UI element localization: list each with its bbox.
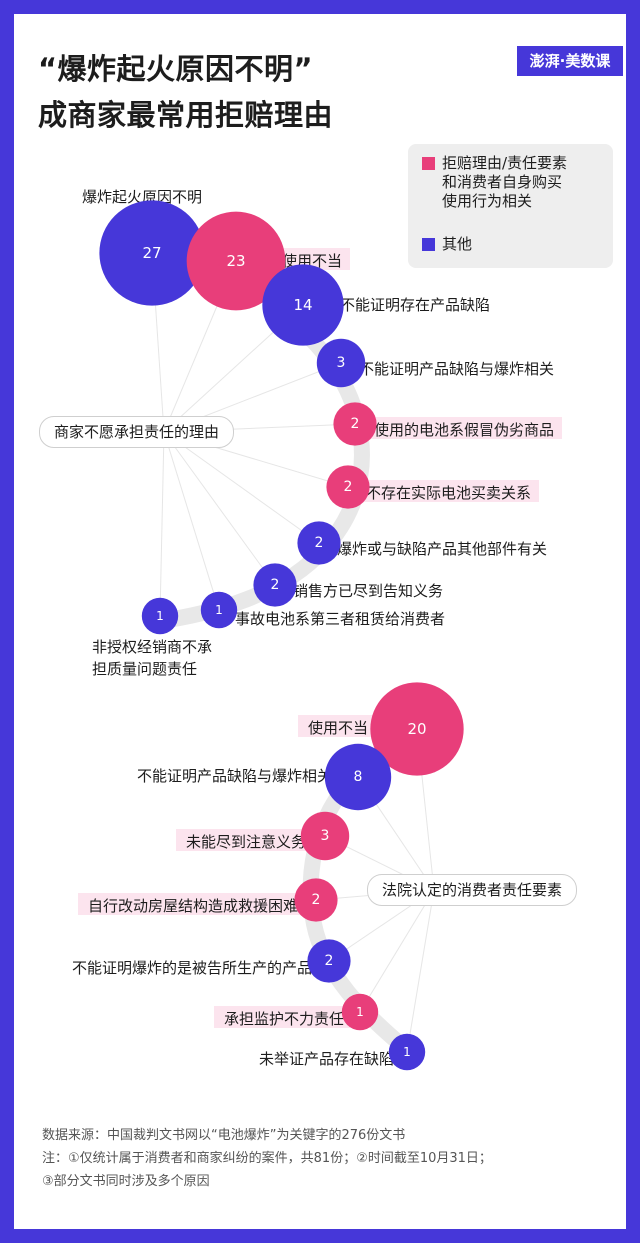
chart2-value-3: 2 [312,892,321,908]
chart2-bubble-4 [307,939,351,983]
chart1-label-6: 爆炸或与缺陷产品其他部件有关 [337,540,547,558]
chart2-connector-6 [406,889,435,1053]
chart2-label-3: 自行改动房屋结构造成救援困难 [88,897,298,915]
chart2-value-2: 3 [321,828,330,844]
chart2-label-0: 使用不当 [308,719,368,737]
chart1-label-highlight-5 [358,480,539,502]
legend-swatch-blue [422,238,435,251]
chart1-label-highlight-4 [366,417,562,439]
chart1-bubble-2 [262,264,344,346]
chart1-value-0: 27 [142,244,161,262]
chart1-value-3: 3 [337,355,346,371]
chart2-label-4: 不能证明爆炸的是被告所生产的产品 [72,959,312,977]
chart2-label-highlight-3 [78,893,304,915]
chart2-label-highlight-5 [214,1006,350,1028]
chart2-label-highlight-2 [176,829,312,851]
chart2-bubble-0 [370,682,464,776]
chart1-connector-9 [159,431,165,617]
title-line-2: 成商家最常用拒赔理由 [38,98,334,132]
chart1-value-7: 2 [271,577,280,593]
chart1-value-9: 1 [156,609,164,623]
chart2-value-1: 8 [354,769,363,785]
chart1-connector-7 [163,431,276,586]
chart2-connector-5 [359,889,435,1013]
chart1-bubble-4 [333,402,377,446]
chart1-connector-8 [163,431,220,611]
chart2-bubble-6 [388,1033,426,1071]
chart1-title: 商家不愿承担责任的理由 [39,416,235,448]
chart1-bubble-9 [141,597,179,635]
chart2-label-6: 未举证产品存在缺陷 [259,1050,394,1068]
chart1-label-7: 销售方已尽到告知义务 [293,582,443,600]
legend-swatch-pink [422,157,435,170]
chart1-bubble-7 [253,563,297,607]
chart2-value-6: 1 [403,1045,411,1059]
chart1-bubble-0 [99,200,205,306]
chart2-title: 法院认定的消费者责任要素 [367,874,578,906]
chart2-label-1: 不能证明产品缺陷与爆炸相关 [137,767,332,785]
chart2-value-4: 2 [325,953,334,969]
chart1-label-5: 不存在实际电池买卖关系 [366,484,531,502]
chart1-value-5: 2 [344,479,353,495]
chart1-bubble-3 [316,338,366,388]
chart1-label-highlight-1 [274,248,350,270]
chart2-label-5: 承担监护不力责任 [224,1010,344,1028]
chart1-bubble-6 [297,521,341,565]
chart2-value-0: 20 [407,720,426,738]
chart1-value-1: 23 [226,252,245,270]
source-note: 数据来源：中国裁判文书网以“电池爆炸”为关键字的276份文书 [42,1128,406,1143]
chart1-label-2: 不能证明存在产品缺陷 [340,296,490,314]
chart2-bubble-3 [294,878,338,922]
legend: 拒赔理由/责任要素 和消费者自身购买 使用行为相关 其他 [408,144,613,268]
chart2-label-2: 未能尽到注意义务 [186,833,306,851]
chart1-bubble-1 [186,211,286,311]
title-line-1: “爆炸起火原因不明” [38,52,314,86]
chart2-value-5: 1 [356,1005,364,1019]
brand-logo: 澎湃·美数课 [517,46,623,76]
chart2-bubble-5 [341,993,379,1031]
chart1-bubble-8 [200,591,238,629]
chart1-label-9-1: 担质量问题责任 [92,660,197,678]
chart1-value-8: 1 [215,603,223,617]
infographic: “爆炸起火原因不明” 成商家最常用拒赔理由 澎湃·美数课 拒赔理由/责任要素 和… [14,14,626,1229]
chart1-label-0: 爆炸起火原因不明 [82,188,202,206]
chart1-label-8: 事故电池系第三者租赁给消费者 [235,610,445,628]
chart1-connector-6 [163,431,320,544]
footnote-1: 注：①仅统计属于消费者和商家纠纷的案件，共81份；②时间截至10月31日； [42,1151,492,1166]
chart1-label-4: 使用的电池系假冒伪劣商品 [374,421,554,439]
chart1-value-6: 2 [315,535,324,551]
chart2-bubble-2 [300,811,350,861]
chart2-label-highlight-0 [298,715,374,737]
chart1-label-9-0: 非授权经销商不承 [92,638,212,656]
chart1-value-2: 14 [293,296,312,314]
chart1-bubble-5 [326,465,370,509]
chart1-value-4: 2 [351,416,360,432]
chart2-bubble-1 [324,743,392,811]
chart1-label-3: 不能证明产品缺陷与爆炸相关 [359,360,554,378]
footnote-2: ③部分文书同时涉及多个原因 [42,1174,210,1189]
